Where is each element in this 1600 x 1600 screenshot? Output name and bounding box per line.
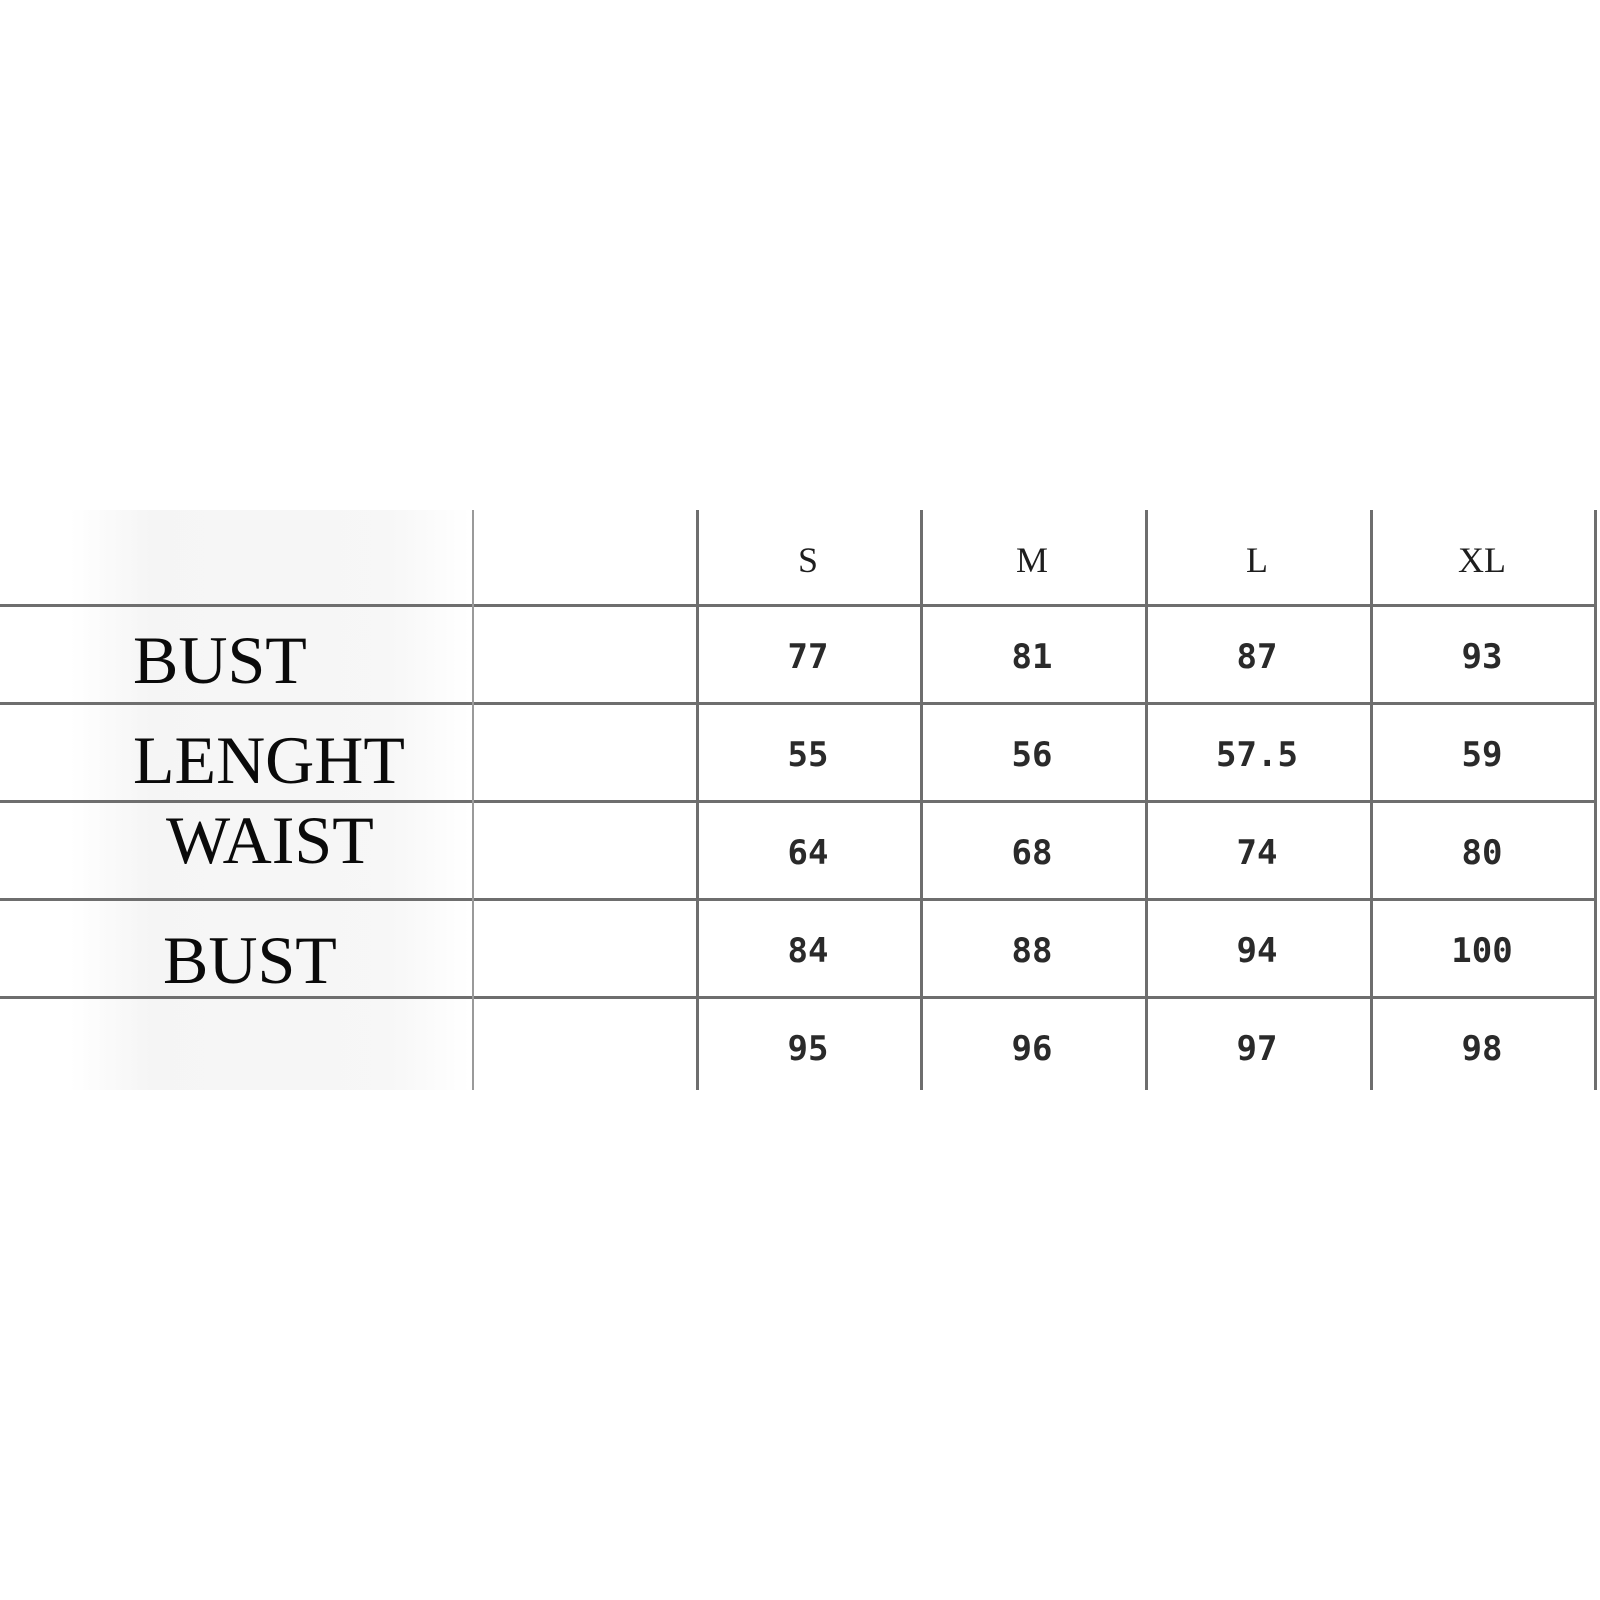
column-divider [1370, 510, 1373, 1090]
size-header-s: S [797, 540, 819, 580]
table-cell: 57.5 [1216, 735, 1298, 775]
size-header-m: M [1015, 540, 1048, 580]
table-cell: 68 [1011, 833, 1053, 873]
table-cell: 98 [1461, 1029, 1503, 1069]
table-cell: 100 [1451, 931, 1513, 971]
table-cell: 88 [1011, 931, 1053, 971]
row-label-bust-2: BUST [163, 922, 337, 998]
row-label-waist: WAIST [166, 802, 374, 878]
column-divider [1594, 510, 1597, 1090]
table-cell: 84 [787, 931, 829, 971]
table-cell: 56 [1011, 735, 1053, 775]
table-cell: 94 [1236, 931, 1278, 971]
column-divider [472, 510, 474, 1090]
table-cell: 87 [1236, 637, 1278, 677]
column-divider [1145, 510, 1148, 1090]
row-divider [0, 604, 1596, 607]
size-header-xl: XL [1458, 540, 1506, 580]
row-divider [0, 996, 1596, 999]
column-divider [920, 510, 923, 1090]
table-cell: 93 [1461, 637, 1503, 677]
table-cell: 74 [1236, 833, 1278, 873]
table-cell: 80 [1461, 833, 1503, 873]
table-cell: 97 [1236, 1029, 1278, 1069]
row-divider [0, 702, 1596, 705]
row-label-length: LENGHT [133, 722, 405, 798]
table-cell: 77 [787, 637, 829, 677]
row-label-bust: BUST [133, 622, 307, 698]
row-divider [0, 898, 1596, 901]
column-divider [696, 510, 699, 1090]
size-header-l: L [1246, 540, 1268, 580]
table-cell: 95 [787, 1029, 829, 1069]
table-cell: 64 [787, 833, 829, 873]
table-cell: 59 [1461, 735, 1503, 775]
row-divider [0, 800, 1596, 803]
table-cell: 96 [1011, 1029, 1053, 1069]
table-cell: 55 [787, 735, 829, 775]
table-cell: 81 [1011, 637, 1053, 677]
